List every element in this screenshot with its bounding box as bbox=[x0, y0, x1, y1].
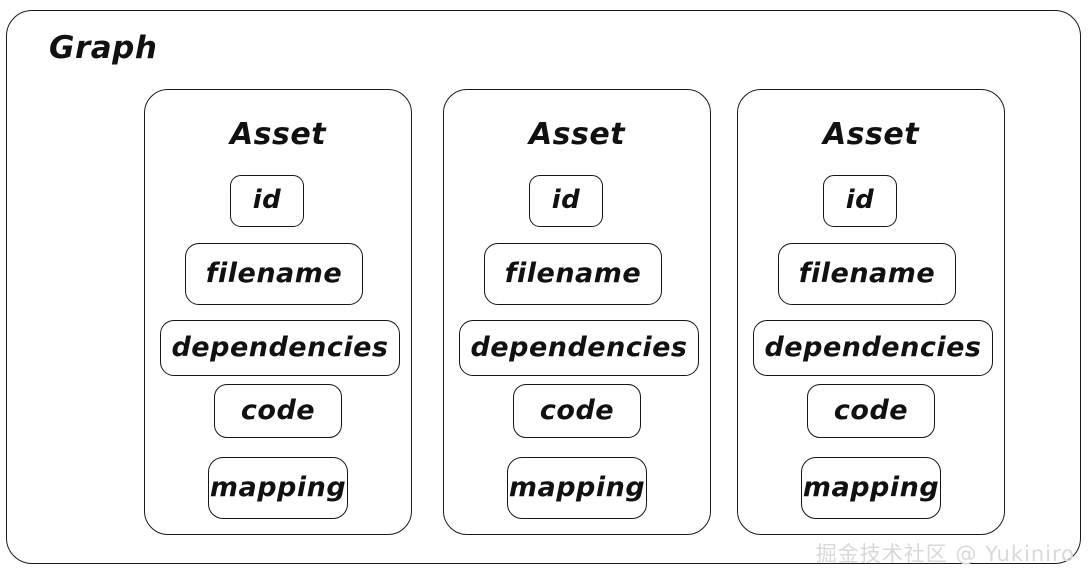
field-dependencies[interactable]: dependencies bbox=[160, 320, 400, 376]
field-label: id bbox=[845, 185, 875, 215]
field-id[interactable]: id bbox=[230, 175, 304, 227]
field-label: mapping bbox=[209, 471, 347, 503]
field-label: filename bbox=[798, 257, 936, 289]
watermark: 掘金技术社区 @ Yukiniro bbox=[815, 542, 1075, 566]
field-filename[interactable]: filename bbox=[484, 243, 662, 305]
field-label: id bbox=[252, 185, 282, 215]
field-code[interactable]: code bbox=[214, 384, 342, 438]
field-label: mapping bbox=[802, 471, 940, 503]
graph-container: Graph Asset id filename dependencies cod… bbox=[6, 10, 1081, 564]
field-label: id bbox=[551, 185, 581, 215]
field-filename[interactable]: filename bbox=[778, 243, 956, 305]
field-label: dependencies bbox=[171, 331, 389, 363]
field-id[interactable]: id bbox=[529, 175, 603, 227]
asset-title: Asset bbox=[229, 117, 327, 152]
field-label: mapping bbox=[508, 471, 646, 503]
field-code[interactable]: code bbox=[807, 384, 935, 438]
field-code[interactable]: code bbox=[513, 384, 641, 438]
field-label: dependencies bbox=[764, 331, 982, 363]
field-label: code bbox=[240, 394, 316, 426]
asset-title: Asset bbox=[528, 117, 626, 152]
field-label: filename bbox=[205, 257, 343, 289]
field-label: filename bbox=[504, 257, 642, 289]
field-label: code bbox=[833, 394, 909, 426]
asset-card[interactable]: Asset id filename dependencies code mapp… bbox=[144, 89, 412, 535]
graph-title: Graph bbox=[49, 30, 158, 66]
field-mapping[interactable]: mapping bbox=[208, 457, 348, 519]
asset-card[interactable]: Asset id filename dependencies code mapp… bbox=[737, 89, 1005, 535]
field-dependencies[interactable]: dependencies bbox=[459, 320, 699, 376]
field-label: dependencies bbox=[470, 331, 688, 363]
asset-title: Asset bbox=[822, 117, 920, 152]
field-filename[interactable]: filename bbox=[185, 243, 363, 305]
field-id[interactable]: id bbox=[823, 175, 897, 227]
field-mapping[interactable]: mapping bbox=[507, 457, 647, 519]
field-dependencies[interactable]: dependencies bbox=[753, 320, 993, 376]
field-label: code bbox=[539, 394, 615, 426]
asset-card[interactable]: Asset id filename dependencies code mapp… bbox=[443, 89, 711, 535]
field-mapping[interactable]: mapping bbox=[801, 457, 941, 519]
